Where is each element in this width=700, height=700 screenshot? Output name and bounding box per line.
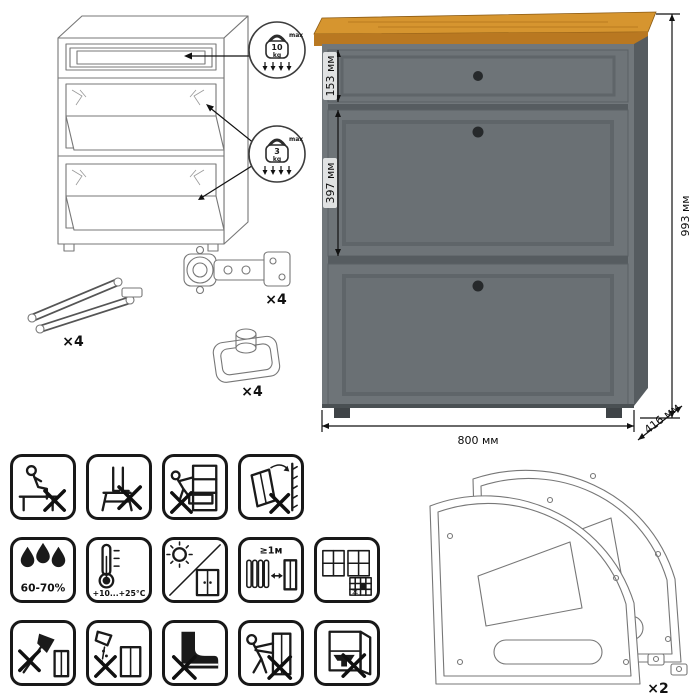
total-height-label: 993 мм xyxy=(679,195,692,236)
cabinet-wireframe-diagram: 10 kg max 3 kg max xyxy=(57,15,306,252)
humidity-label: 60-70% xyxy=(21,581,66,594)
spill-icon xyxy=(94,630,142,678)
pictogram-no-dirty-shoes xyxy=(162,620,228,686)
side-panel-count-label: ×2 xyxy=(647,681,668,697)
flap-height-label: 397 мм xyxy=(324,162,337,203)
foot-count-label: ×4 xyxy=(241,384,263,400)
lid-stay-drawing: ×4 xyxy=(27,277,143,350)
drawer-height-label: 153 мм xyxy=(324,55,337,96)
pictogram-no-direct-sunlight xyxy=(162,537,228,603)
flap-load-limit: max xyxy=(289,136,303,143)
drawer-load-value: 10 xyxy=(271,43,283,52)
pictogram-heat-distance: ≥1м xyxy=(238,537,304,603)
no-climbing-icon xyxy=(170,464,218,514)
flap-load-unit: kg xyxy=(273,156,281,163)
dimension-width: 800 мм xyxy=(321,410,635,447)
hinge-count-label: ×4 xyxy=(265,292,287,308)
cabinet-body xyxy=(313,11,657,418)
hinge-drawing: ×4 xyxy=(183,245,291,308)
down-arrows-icon xyxy=(262,166,292,175)
sunlight-icon xyxy=(166,541,221,597)
pictogram-no-sitting xyxy=(10,454,76,520)
anvil-in-cabinet-icon xyxy=(328,630,372,678)
thermometer-icon: +10...+25°C xyxy=(93,543,146,598)
pictogram-no-pushing xyxy=(238,620,304,686)
wireframe-cabinet xyxy=(57,15,249,252)
lid-stay-count-label: ×4 xyxy=(62,334,84,350)
dimension-total-height: 993 мм xyxy=(640,13,692,419)
width-label: 800 мм xyxy=(457,434,498,447)
hinge-icon xyxy=(183,245,291,295)
drawer-load-limit: max xyxy=(289,32,303,39)
heat-distance-label: ≥1м xyxy=(260,546,283,557)
side-panel-front xyxy=(429,495,641,685)
flap-load-badge: 3 kg max xyxy=(248,125,306,183)
pictogram-no-sharp-objects xyxy=(10,620,76,686)
tip-over-icon xyxy=(250,462,298,514)
foot-drawing: ×4 xyxy=(212,328,281,400)
windows-icon: 21 xyxy=(322,549,372,596)
flap-load-value: 3 xyxy=(274,147,280,156)
push-furniture-icon xyxy=(246,632,293,680)
pictogram-tip-over-warning xyxy=(238,454,304,520)
calendar-day-label: 21 xyxy=(352,590,358,596)
boot-icon xyxy=(171,631,219,680)
pictogram-no-heavy-objects xyxy=(314,620,380,686)
pictogram-temperature: +10...+25°C xyxy=(86,537,152,603)
pictogram-no-standing xyxy=(86,454,152,520)
no-standing-icon xyxy=(101,466,143,512)
no-sitting-icon xyxy=(18,465,67,512)
flap1-knob xyxy=(472,126,484,138)
down-arrows-icon xyxy=(262,62,292,71)
lid-stay-icon xyxy=(27,277,143,334)
humidity-icon: 60-70% xyxy=(21,542,66,594)
foot-icon xyxy=(212,328,281,383)
side-panels-drawing: ×2 xyxy=(429,469,688,697)
drawer-load-badge: 10 kg max xyxy=(248,21,306,79)
pictogram-humidity: 60-70% xyxy=(10,537,76,603)
wood-top xyxy=(313,11,657,35)
drawer-knob xyxy=(473,71,483,81)
dimension-drawer-height: 153 мм xyxy=(323,50,341,102)
dimension-flap-height: 397 мм xyxy=(323,110,341,256)
bracket-parts xyxy=(647,653,688,676)
pictogram-ventilation: 21 xyxy=(314,537,380,603)
pictogram-no-climbing xyxy=(162,454,228,520)
cabinet-render: 153 мм 397 мм 993 мм 800 мм xyxy=(313,11,692,447)
callout-arrows xyxy=(184,52,256,200)
temperature-label: +10...+25°C xyxy=(93,589,146,598)
drawer-load-unit: kg xyxy=(273,52,281,59)
dimension-depth: 416 мм xyxy=(637,401,683,441)
heat-distance-icon: ≥1м xyxy=(246,546,298,591)
flap2-knob xyxy=(472,280,484,292)
axe-icon xyxy=(18,633,70,678)
pictogram-no-liquids xyxy=(86,620,152,686)
